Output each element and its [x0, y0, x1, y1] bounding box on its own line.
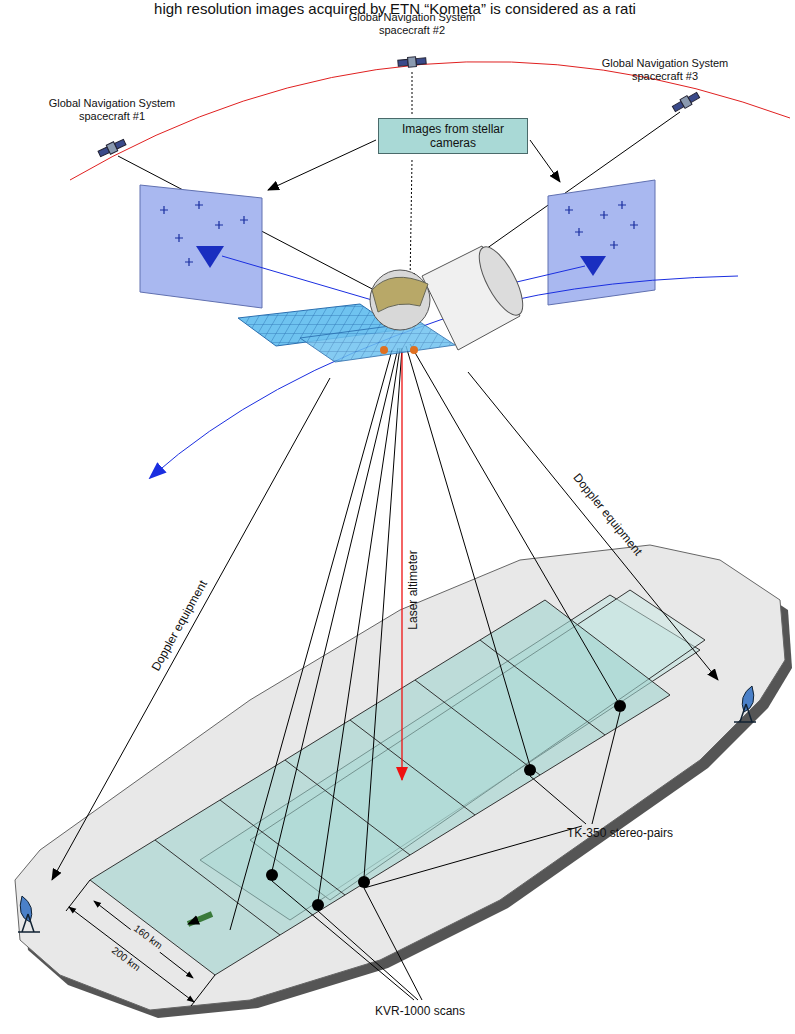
scan-boundary	[285, 760, 410, 855]
doppler-label: Doppler equipment	[149, 578, 210, 673]
image-swaths	[90, 590, 705, 975]
satellite-label: Global Navigation System spacecraft #2	[337, 11, 487, 36]
ground-station-left	[18, 896, 40, 932]
doppler-label: Doppler equipment	[570, 471, 645, 558]
caption-box: Images from stellar cameras	[378, 118, 528, 154]
navigation-satellites	[97, 56, 700, 159]
ground-points	[266, 700, 626, 911]
callout-leaders	[272, 712, 620, 1000]
laser-label: Laser altimeter	[407, 550, 421, 629]
box-text: Images from stellar cameras	[385, 122, 521, 150]
scan-boundary	[415, 680, 540, 775]
callout-label: KVR-1000 scans	[375, 1005, 465, 1019]
doppler-link-right	[468, 372, 718, 680]
laser-beam	[401, 352, 402, 780]
satellite-label: Global Navigation System spacecraft #1	[37, 97, 187, 122]
land-region	[15, 545, 785, 1010]
doppler-link-left	[52, 378, 330, 880]
scan-boundary	[350, 720, 475, 815]
scan-boundary	[480, 640, 605, 735]
spacecraft	[238, 241, 531, 362]
view-lines	[230, 344, 618, 930]
flight-direction-arrow	[188, 914, 212, 924]
scan-boundary	[155, 840, 280, 935]
callout-label: TK-350 stereo-pairs	[567, 827, 673, 841]
dimension-lines	[66, 880, 215, 1006]
ground-station-right	[734, 686, 756, 722]
satellite-label: Global Navigation System spacecraft #3	[590, 57, 740, 82]
star-image-left	[140, 185, 372, 308]
